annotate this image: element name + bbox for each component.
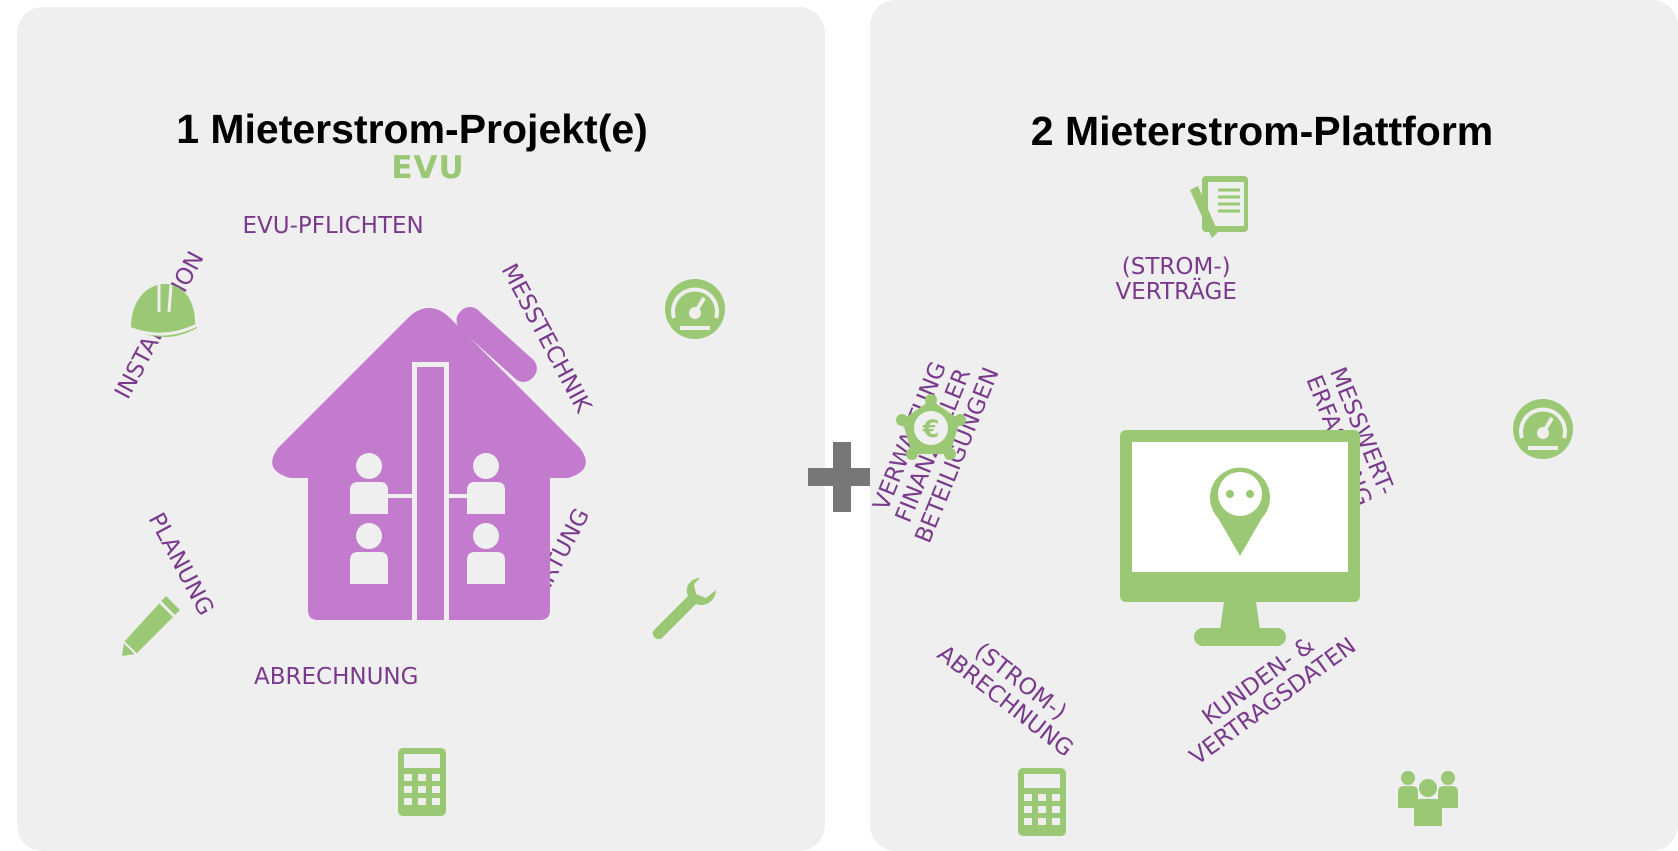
plus-icon — [808, 442, 876, 512]
label-vertraege: (STROM-) VERTRÄGE — [1115, 253, 1237, 306]
monitor-icon — [1120, 430, 1360, 650]
gauge-icon — [664, 278, 726, 340]
left-subtitle: EVU — [391, 150, 465, 186]
house-icon — [268, 300, 590, 626]
label-abrechnung: ABRECHNUNG — [254, 663, 419, 690]
people-icon — [1396, 768, 1460, 826]
label-vertraege-line1: (STROM-) — [1121, 253, 1231, 280]
label-evu-pflichten: EVU-PFLICHTEN — [242, 212, 424, 239]
svg-text:€: € — [922, 415, 940, 443]
label-vertraege-line2: VERTRÄGE — [1115, 278, 1237, 305]
contract-icon — [1188, 174, 1262, 240]
right-title: 2 Mieterstrom-Plattform — [1030, 108, 1494, 154]
wrench-icon — [648, 574, 720, 646]
gauge-icon — [1512, 398, 1574, 460]
calculator-icon — [1018, 768, 1066, 836]
pencil-icon — [116, 592, 186, 662]
euro-network-icon: € — [896, 394, 966, 464]
helmet-icon — [125, 278, 201, 342]
calculator-icon — [398, 748, 446, 816]
left-title: 1 Mieterstrom-Projekt(e) — [176, 106, 648, 152]
